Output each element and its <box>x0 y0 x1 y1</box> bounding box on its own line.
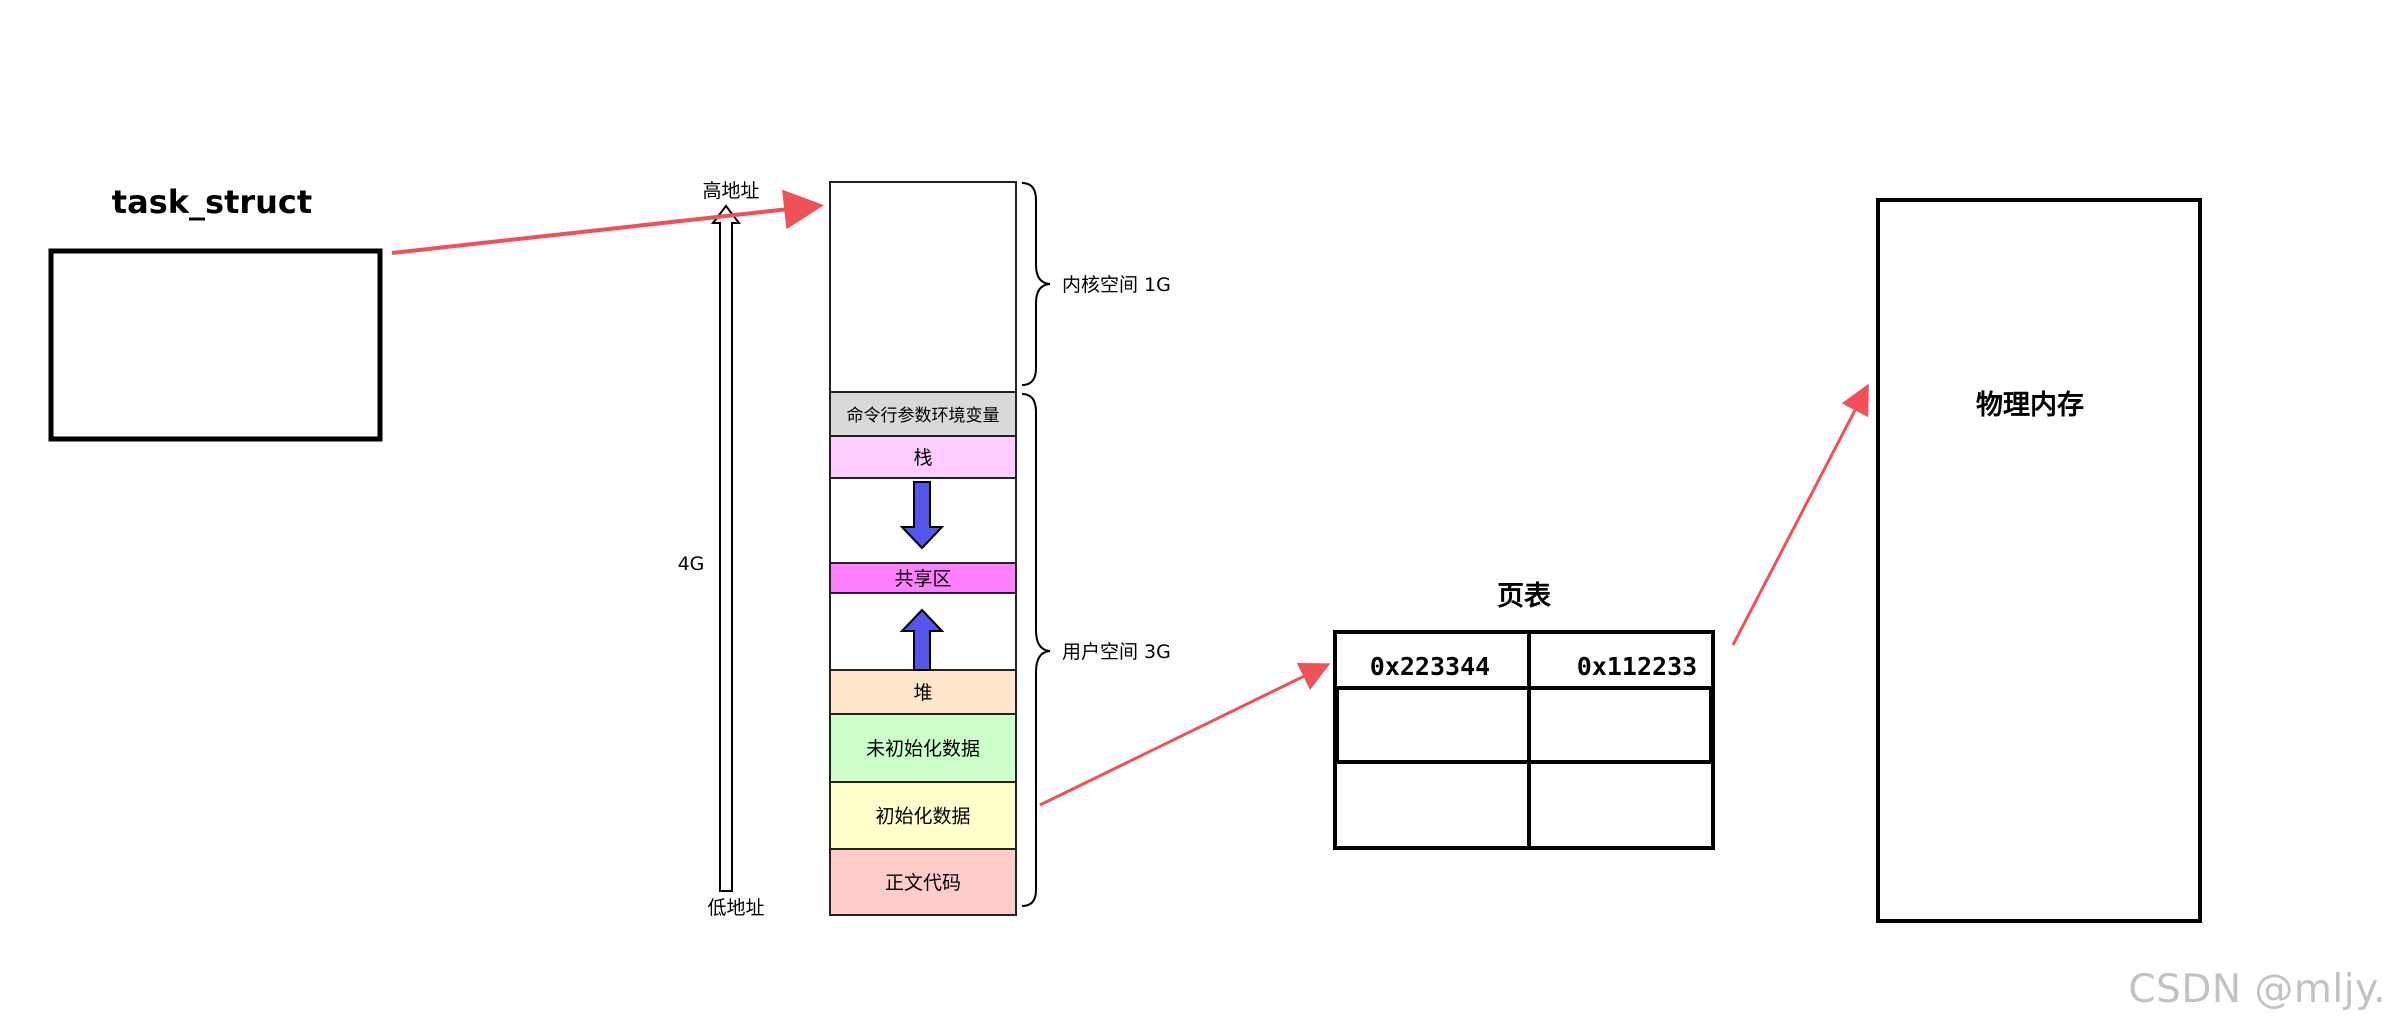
segment-label-4: 共享区 <box>894 568 951 590</box>
page-table-cell-physical: 0x112233 <box>1577 652 1697 681</box>
stack-growth-arrow-icon <box>899 481 945 550</box>
user-space-brace <box>1021 393 1051 907</box>
high-address-label: 高地址 <box>702 180 759 202</box>
address-size-label: 4G <box>678 553 705 575</box>
address-axis-arrow <box>710 204 742 892</box>
segment-9 <box>829 848 1017 916</box>
segment-label-7: 未初始化数据 <box>866 738 980 760</box>
low-address-label: 低地址 <box>707 897 764 919</box>
user-space-label: 用户空间 3G <box>1062 641 1171 663</box>
page-table-row-2-border <box>1335 686 1713 764</box>
segment-label-1: 命令行参数环境变量 <box>847 406 1000 426</box>
task-struct-box <box>48 248 383 442</box>
data-segment-to-page-table-arrow <box>1039 663 1331 807</box>
page-table-cell-virtual: 0x223344 <box>1370 652 1490 681</box>
watermark: CSDN @mljy. <box>2128 967 2386 1012</box>
segment-2 <box>829 435 1017 479</box>
segment-4 <box>829 562 1017 594</box>
segment-label-9: 正文代码 <box>885 872 961 894</box>
segment-label-6: 堆 <box>913 682 932 704</box>
page-table-to-physical-memory-arrow <box>1731 383 1869 646</box>
physical-memory-label: 物理内存 <box>1976 390 2084 421</box>
page-table: 0x223344 0x112233 <box>1333 630 1715 850</box>
page-table-title: 页表 <box>1497 581 1551 612</box>
page-table-border <box>1333 630 1715 850</box>
segment-8 <box>829 781 1017 850</box>
kernel-space-brace <box>1021 182 1051 386</box>
physical-memory-box <box>1876 198 2202 923</box>
segment-0 <box>829 181 1017 393</box>
task-struct-title: task_struct <box>112 183 312 221</box>
segment-1 <box>829 391 1017 437</box>
segment-label-2: 栈 <box>913 447 932 469</box>
heap-growth-arrow-icon <box>899 608 945 671</box>
task-struct-to-address-space-arrow <box>391 189 824 255</box>
segment-6 <box>829 669 1017 715</box>
segment-label-8: 初始化数据 <box>875 806 970 828</box>
kernel-space-label: 内核空间 1G <box>1062 274 1171 296</box>
